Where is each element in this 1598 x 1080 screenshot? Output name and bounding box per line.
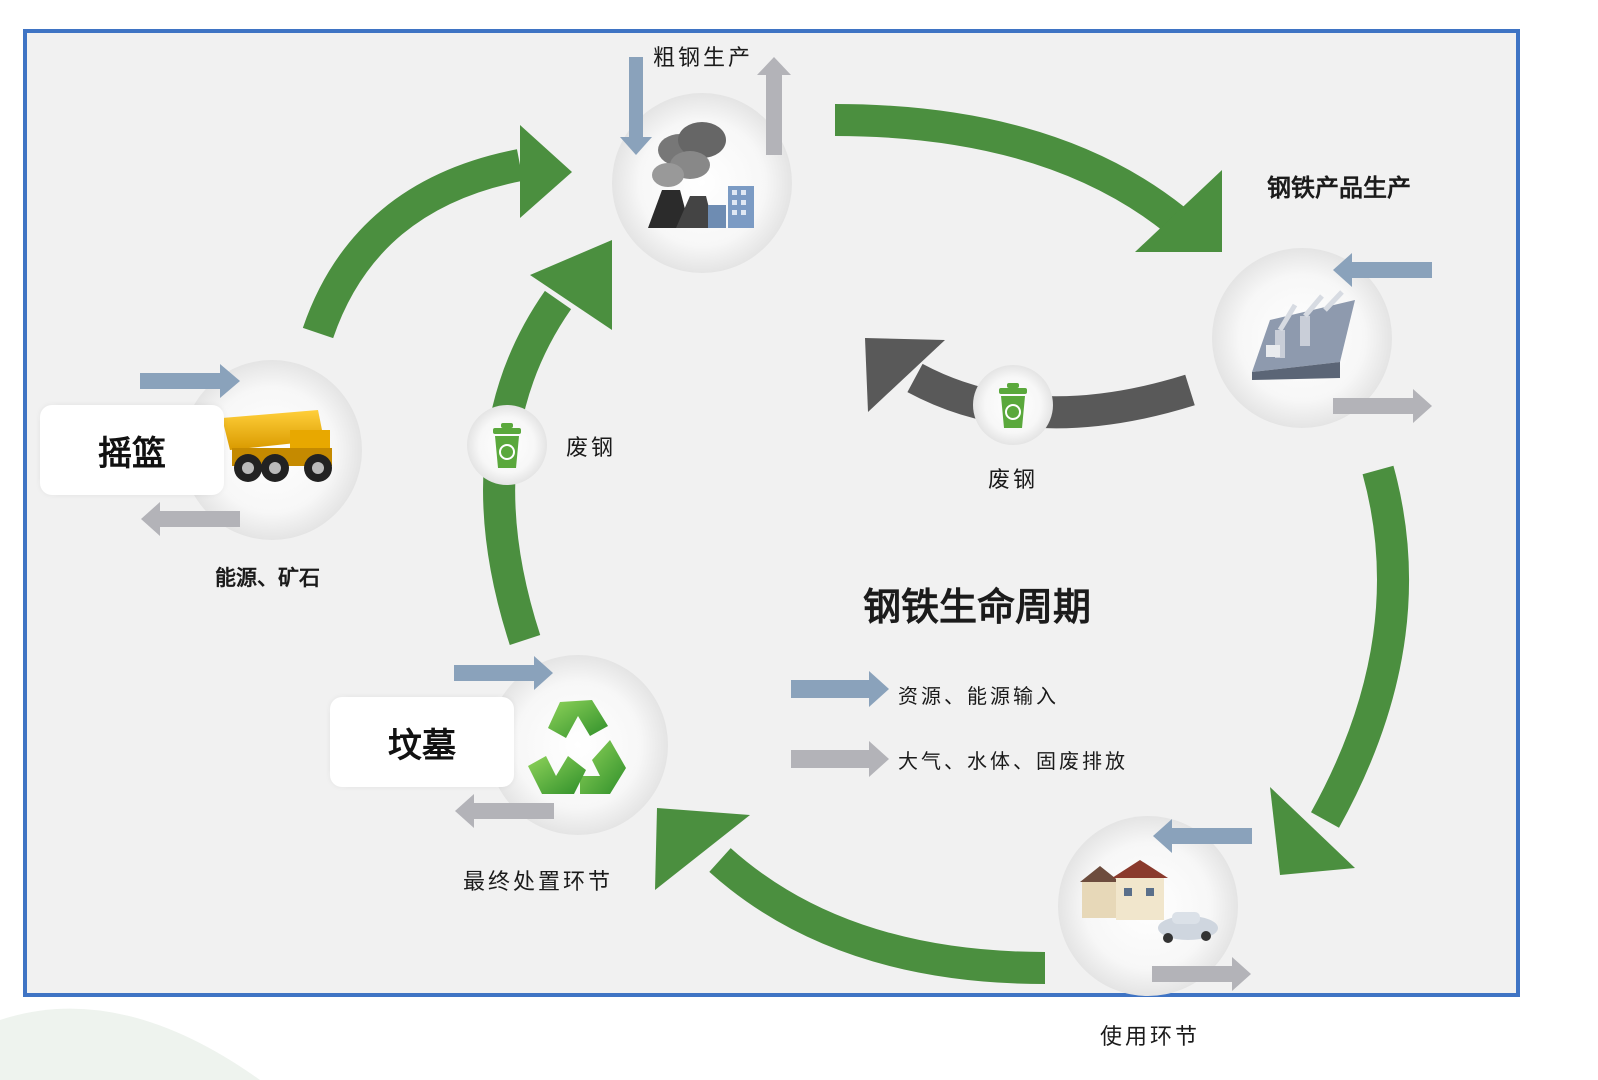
cradle-label: 摇篮 [98,433,166,474]
legend-input-arrow [791,671,889,707]
products-input-arrow [1333,253,1432,287]
legend-output-label: 大气、水体、固废排放 [898,749,1128,773]
cycle-arrow-use-to-grave [655,808,1046,984]
background-corner-shape [0,1008,260,1080]
grave-caption: 最终处置环节 [463,870,614,895]
node-circle-grave [488,655,668,835]
scrap-label-right: 废钢 [988,468,1039,493]
cycle-arrow-products-to-use [1270,465,1409,875]
crude-output-arrow [757,57,791,155]
recycle-icon [528,700,626,794]
grave-output-arrow [455,794,554,828]
stage-card-grave: 坟墓 [330,697,514,787]
cradle-input-arrow [140,364,240,398]
robot-assembly-icon [1252,290,1355,380]
houses-car-icon [1080,860,1218,943]
factory-icon [648,122,754,228]
products-output-arrow [1333,389,1432,423]
legend-output-arrow [791,741,889,777]
grave-input-arrow [454,656,553,690]
cradle-output-arrow [141,502,240,536]
recycle-bin-icon [493,423,521,468]
use-output-arrow [1152,957,1251,991]
crude-input-arrow [620,57,652,155]
cradle-caption: 能源、矿石 [215,566,320,590]
scrap-label-left: 废钢 [566,436,617,461]
legend-input-label: 资源、能源输入 [898,684,1059,708]
recycle-bin-icon [999,383,1027,428]
diagram-title: 钢铁生命周期 [863,585,1092,629]
stage-card-cradle: 摇篮 [40,405,224,495]
dump-truck-icon [222,410,332,482]
use-label: 使用环节 [1100,1025,1201,1050]
cycle-arrow-crude-to-products [834,104,1222,252]
grave-label: 坟墓 [388,725,456,766]
cycle-arrow-cradle-to-crude [302,125,572,339]
products-label: 钢铁产品生产 [1267,174,1411,202]
use-input-arrow [1153,819,1252,853]
crude-steel-label: 粗钢生产 [653,46,754,71]
